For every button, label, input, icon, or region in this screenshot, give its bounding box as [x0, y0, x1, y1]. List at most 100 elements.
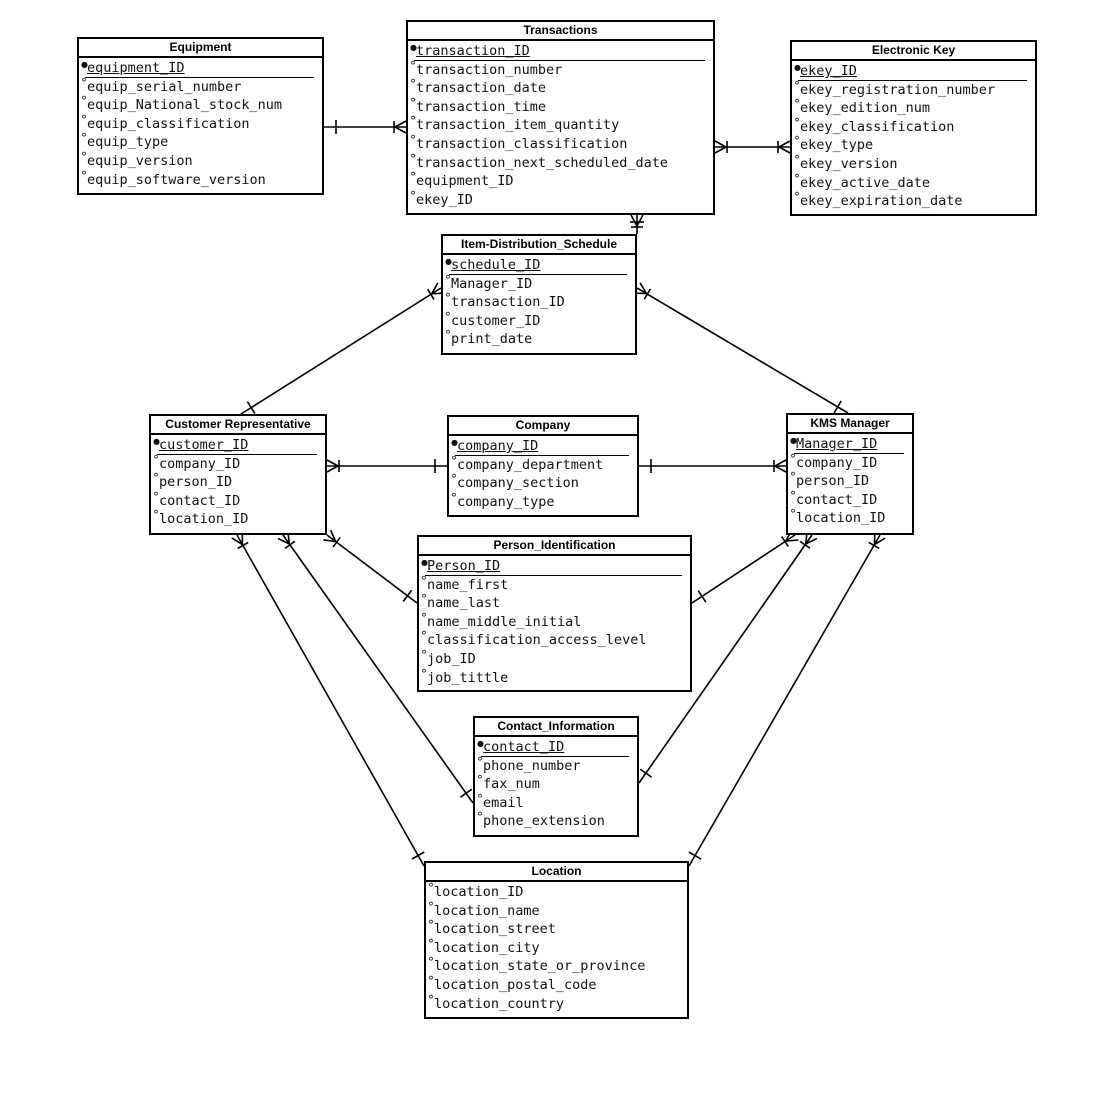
- primary-key-divider: [414, 59, 705, 61]
- attribute-name: ekey_registration_number: [800, 81, 996, 98]
- person-identification-title: Person_Identification: [419, 537, 690, 556]
- equipment-title: Equipment: [79, 39, 322, 58]
- primary-key-divider: [425, 574, 682, 576]
- attribute: °person_ID: [788, 470, 912, 491]
- crows-foot-prong: [636, 214, 644, 227]
- attribute-bullet-icon: °: [410, 58, 416, 73]
- attribute: °ekey_classification: [792, 117, 1035, 137]
- attribute-bullet-icon: °: [794, 78, 800, 93]
- company-entity: Company●company_ID°company_department°co…: [447, 415, 639, 517]
- primary-key-bullet-icon: ●: [81, 60, 88, 69]
- attribute-bullet-icon: °: [794, 97, 800, 112]
- attribute: °transaction_ID: [443, 292, 635, 312]
- attribute: °location_ID: [151, 509, 325, 529]
- attribute-name: location_postal_code: [434, 976, 597, 993]
- attribute: °equip_type: [79, 132, 322, 152]
- primary-key-bullet-icon: ●: [421, 558, 428, 567]
- attribute-bullet-icon: °: [81, 168, 87, 183]
- attribute-name: print_date: [451, 331, 533, 348]
- attribute-name: customer_ID: [451, 312, 541, 329]
- transactions-title: Transactions: [408, 22, 713, 41]
- relationship-line: [638, 534, 813, 784]
- contact-information-attribute-list: ●contact_ID°phone_number°fax_num°email°p…: [475, 737, 637, 831]
- kms-manager-attribute-list: ●Manager_ID°company_ID°person_ID°contact…: [788, 434, 912, 528]
- attribute: °Manager_ID: [443, 274, 635, 294]
- attribute-name: equip_serial_number: [87, 78, 242, 95]
- relationship-customer-representative-contact-information: [277, 531, 474, 804]
- attribute-bullet-icon: °: [410, 170, 416, 185]
- attribute-name: location_ID: [796, 510, 886, 527]
- crows-foot-prong: [329, 529, 337, 542]
- attribute: °transaction_date: [408, 78, 713, 98]
- relationship-customer-representative-person-identification: [323, 529, 418, 604]
- primary-key-attribute: ●contact_ID: [475, 738, 637, 757]
- attribute-bullet-icon: °: [428, 936, 434, 951]
- one-marker-bar: [688, 851, 702, 860]
- crows-foot-bar: [799, 540, 811, 549]
- attribute-bullet-icon: °: [410, 188, 416, 203]
- attribute-name: phone_extension: [483, 813, 605, 830]
- relationship-contact-information-kms-manager: [638, 531, 818, 784]
- attribute-name: equipment_ID: [87, 60, 185, 76]
- attribute: °transaction_classification: [408, 134, 713, 154]
- attribute: °transaction_item_quantity: [408, 114, 713, 135]
- attribute-bullet-icon: °: [428, 881, 434, 895]
- attribute-bullet-icon: °: [445, 309, 451, 324]
- attribute: °ekey_expiration_date: [792, 190, 1035, 211]
- crows-foot-prong: [394, 126, 407, 134]
- attribute: °phone_extension: [475, 811, 637, 831]
- attribute: °print_date: [443, 329, 635, 349]
- attribute: °name_last: [419, 593, 690, 613]
- customer-representative-title: Customer Representative: [151, 416, 325, 435]
- attribute-name: ekey_expiration_date: [800, 193, 963, 210]
- attribute-name: job_ID: [427, 650, 476, 667]
- relationship-line: [326, 534, 418, 604]
- attribute: °ekey_edition_num: [792, 97, 1035, 118]
- attribute-bullet-icon: °: [428, 955, 434, 970]
- attribute: °fax_num: [475, 774, 637, 794]
- attribute: °contact_ID: [788, 490, 912, 510]
- attribute-name: Manager_ID: [451, 275, 533, 292]
- attribute-bullet-icon: °: [794, 190, 800, 205]
- relationship-line: [688, 534, 881, 867]
- attribute-bullet-icon: °: [410, 114, 416, 129]
- primary-key-bullet-icon: ●: [451, 438, 458, 447]
- attribute: °job_tittle: [419, 668, 690, 688]
- relationship-equipment-transactions: [324, 120, 407, 134]
- relationship-customer-representative-company: [326, 459, 447, 473]
- crows-foot-prong: [778, 140, 791, 148]
- company-title: Company: [449, 417, 637, 436]
- crows-foot-prong: [785, 539, 799, 542]
- attribute-name: ekey_type: [800, 137, 874, 154]
- attribute-name: company_section: [457, 475, 579, 492]
- attribute-name: ekey_edition_num: [800, 100, 931, 117]
- attribute-name: equip_National_stock_num: [87, 97, 283, 114]
- attribute: °transaction_next_scheduled_date: [408, 153, 713, 173]
- attribute-name: name_last: [427, 595, 501, 612]
- attribute-name: contact_ID: [483, 739, 565, 755]
- attribute-name: contact_ID: [796, 491, 878, 508]
- attribute-name: equip_classification: [87, 115, 250, 132]
- primary-key-attribute: ●equipment_ID: [79, 59, 322, 78]
- attribute-name: contact_ID: [159, 492, 241, 509]
- primary-key-bullet-icon: ●: [445, 257, 452, 266]
- company-attribute-list: ●company_ID°company_department°company_s…: [449, 436, 637, 511]
- attribute-bullet-icon: °: [428, 992, 434, 1007]
- one-marker-bar: [697, 590, 707, 603]
- attribute-bullet-icon: °: [790, 470, 796, 485]
- crows-foot-prong: [323, 538, 336, 543]
- attribute-name: transaction_date: [416, 80, 547, 97]
- crows-foot-prong: [639, 282, 648, 295]
- attribute: °ekey_ID: [408, 188, 713, 210]
- relationship-item-distribution-schedule-kms-manager: [633, 282, 849, 414]
- primary-key-divider: [85, 76, 314, 78]
- attribute-name: company_department: [457, 456, 604, 473]
- attribute: °company_section: [449, 473, 637, 493]
- attribute: °classification_access_level: [419, 630, 690, 650]
- primary-key-attribute: ●customer_ID: [151, 436, 325, 455]
- one-marker-bar: [459, 788, 473, 798]
- kms-manager-entity: KMS Manager●Manager_ID°company_ID°person…: [786, 413, 914, 535]
- primary-key-bullet-icon: ●: [794, 63, 801, 72]
- attribute-bullet-icon: °: [153, 452, 159, 467]
